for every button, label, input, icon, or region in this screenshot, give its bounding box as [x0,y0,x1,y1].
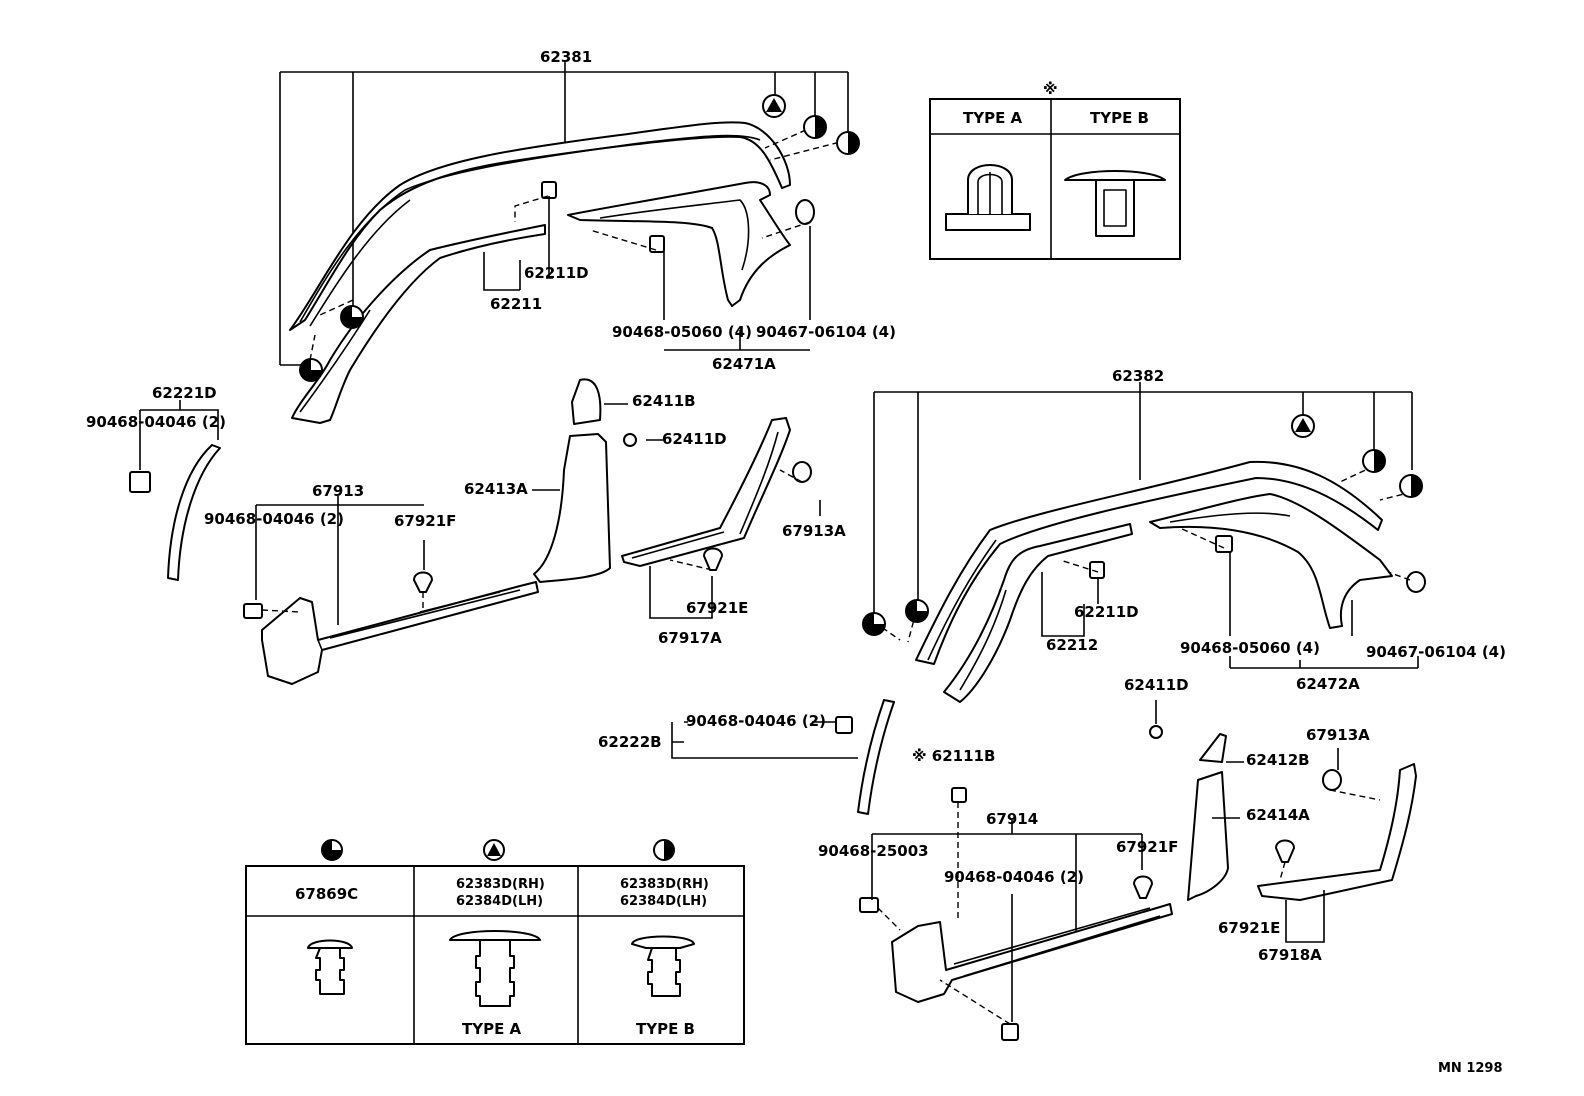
label-90468-05060-upper: 90468-05060 (4) [612,323,752,341]
clip-symbol-half-icon [836,131,860,155]
label-62411D-lower: 62411D [1124,676,1189,694]
table-type-a-header: TYPE A [963,109,1023,127]
label-62412B: 62412B [1246,751,1310,769]
clip-type-a-icon [945,164,1031,231]
clip-symbol-cross-icon [862,612,886,636]
clip-type-b-icon [1064,170,1166,237]
label-67921F-right: 67921F [1116,838,1178,856]
label-90468-04046-a: 90468-04046 (2) [86,413,226,431]
clip-symbol-half-icon [803,115,827,139]
label-62471A: 62471A [712,355,776,373]
clip-type-table: ※ TYPE A TYPE B [929,80,1181,260]
label-62211: 62211 [490,295,542,313]
label-67913: 67913 [312,482,364,500]
clip-symbol-triangle-icon [483,839,505,861]
label-67918A: 67918A [1258,946,1322,964]
legend-type-a: TYPE A [462,1020,522,1038]
label-62211D-lower: 62211D [1074,603,1139,621]
clip-67869C-icon [307,939,353,995]
table-type-b-header: TYPE B [1090,109,1149,127]
clip-symbol-half-icon [1362,449,1386,473]
label-90468-04046-d: 90468-04046 (2) [944,868,1084,886]
label-67914: 67914 [986,810,1038,828]
clip-symbol-triangle-icon [1291,414,1315,438]
clip-symbol-cross-icon [321,839,343,861]
legend-part-rh-a: 62383D(RH) [456,877,545,892]
label-62381: 62381 [540,48,592,66]
label-62472A: 62472A [1296,675,1360,693]
clip-symbol-cross-icon [299,358,323,382]
legend-type-b: TYPE B [636,1020,695,1038]
assembly-62382: 62382 62211D 62212 90468-05060 (4) 90467… [862,367,1506,703]
clip-legend-table: 67869C 62383D(RH) 62384D(LH) 62383D(RH) … [245,839,745,1045]
clip-symbol-cross-icon [340,305,364,329]
clip-symbol-half-icon [653,839,675,861]
assembly-67917A: 67913A 67921E 67917A [621,417,846,647]
label-90468-05060-lower: 90468-05060 (4) [1180,639,1320,657]
clip-symbol-cross-icon [905,599,929,623]
label-62221D: 62221D [152,384,217,402]
label-90467-06104-lower: 90467-06104 (4) [1366,643,1506,661]
label-90467-06104-upper: 90467-06104 (4) [756,323,896,341]
assembly-62381: 62381 62211D 62211 90468-05060 (4) 90467… [279,48,896,424]
legend-part-lh-b: 62384D(LH) [620,894,707,909]
legend-part-lh-a: 62384D(LH) [456,894,543,909]
label-62411D-upper: 62411D [662,430,727,448]
assembly-67914: 62411D 62412B 67913A 62414A ※ 62111B 679… [818,676,1417,1041]
label-62111B: ※ 62111B [912,747,995,765]
legend-part-rh-b: 62383D(RH) [620,877,709,892]
clip-type-b-icon [631,935,695,997]
label-67913A-upper: 67913A [782,522,846,540]
assembly-62221D: 62221D 90468-04046 (2) [86,384,226,581]
label-67913A-lower: 67913A [1306,726,1370,744]
label-62212: 62212 [1046,636,1098,654]
clip-symbol-triangle-icon [762,94,786,118]
label-67921E-lower: 67921E [1218,919,1280,937]
assembly-62413A: 62411B 62411D 62413A [464,378,727,583]
label-62222B: 62222B [598,733,662,751]
label-90468-04046-c: 90468-04046 (2) [686,712,826,730]
label-62211D-upper: 62211D [524,264,589,282]
assembly-67913: 67913 90468-04046 (2) 67921F [204,482,539,685]
label-62382: 62382 [1112,367,1164,385]
assembly-62222B: 62222B 90468-04046 (2) [598,699,895,815]
diagram-code: MN 1298 [1438,1061,1503,1076]
label-90468-25003: 90468-25003 [818,842,929,860]
label-62414A: 62414A [1246,806,1310,824]
clip-type-a-icon [449,930,541,1007]
label-67917A: 67917A [658,629,722,647]
label-90468-04046-b: 90468-04046 (2) [204,510,344,528]
label-62413A: 62413A [464,480,528,498]
clip-symbol-half-icon [1399,474,1423,498]
label-67921F-left: 67921F [394,512,456,530]
legend-part-67869C: 67869C [295,885,358,903]
label-67921E-upper: 67921E [686,599,748,617]
table-mark: ※ [1043,80,1058,98]
label-62411B: 62411B [632,392,696,410]
